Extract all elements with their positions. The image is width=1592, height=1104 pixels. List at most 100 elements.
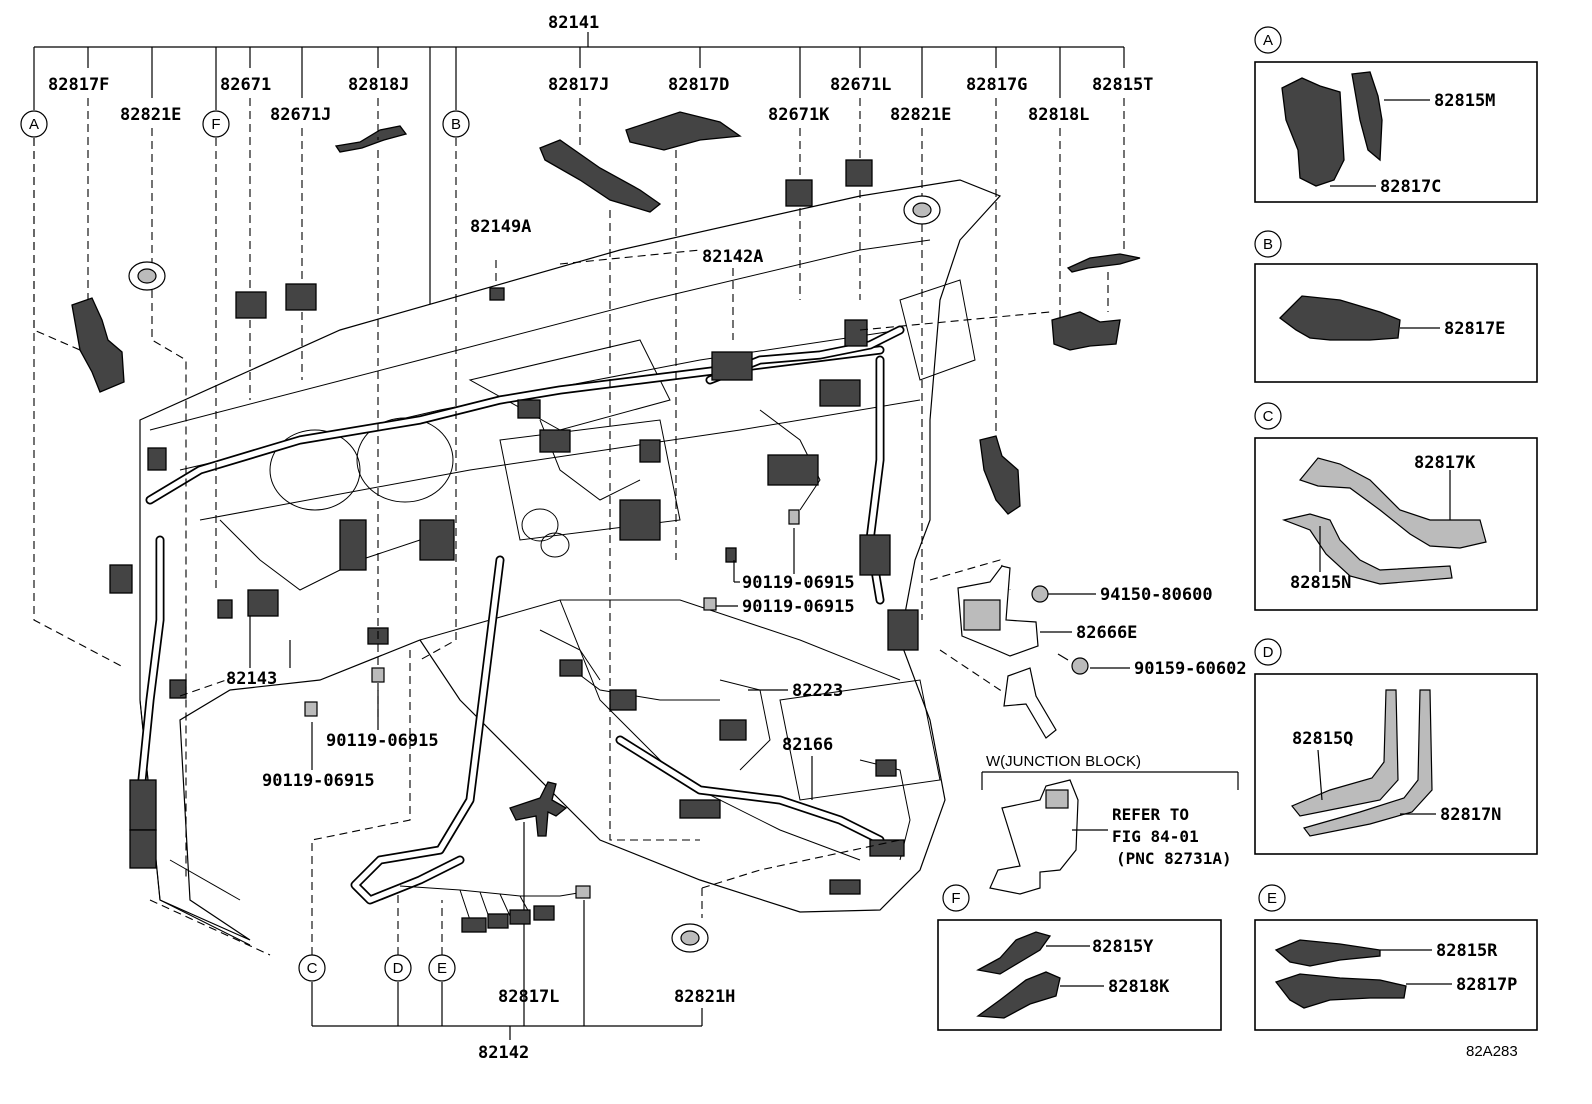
label-82817j: 82817J <box>548 75 609 95</box>
label-90119-06915-c: 90119-06915 <box>326 731 439 751</box>
detail-a: A 82815M 82817C <box>1254 26 1538 203</box>
svg-text:F: F <box>951 890 960 907</box>
label-82815r: 82815R <box>1436 941 1498 961</box>
label-82815q: 82815Q <box>1292 729 1353 749</box>
bolt-90119-c <box>371 667 385 683</box>
bolt-90119-a <box>788 509 800 525</box>
callout-e-main: E <box>428 954 456 982</box>
bottom-group-bracket <box>311 900 703 1040</box>
part-82817g-bracket <box>979 435 1021 515</box>
label-90119-06915-b: 90119-06915 <box>742 597 855 617</box>
label-82817g: 82817G <box>966 75 1027 95</box>
part-82817f-bracket <box>71 297 125 393</box>
label-82817l: 82817L <box>498 987 559 1007</box>
top-leader-lines <box>33 98 1125 956</box>
lower-branch-connectors <box>399 885 591 933</box>
label-82149a: 82149A <box>470 217 531 237</box>
callout-b-main: B <box>442 110 470 138</box>
part-82815t-cover <box>1066 253 1141 273</box>
label-82671l: 82671L <box>830 75 891 95</box>
part-82821h-grommet <box>671 923 709 953</box>
label-82671: 82671 <box>220 75 271 95</box>
label-82818k: 82818K <box>1108 977 1170 997</box>
part-82666e-bracket <box>957 565 1039 657</box>
label-82815y: 82815Y <box>1092 937 1154 957</box>
figure-id: 82A283 <box>1466 1043 1518 1060</box>
label-82815m: 82815M <box>1434 91 1495 111</box>
label-82817e: 82817E <box>1444 319 1505 339</box>
svg-text:E: E <box>1267 890 1277 907</box>
label-90159-60602: 90159-60602 <box>1134 659 1247 679</box>
label-82223: 82223 <box>792 681 843 701</box>
harness-connectors <box>109 287 919 895</box>
label-82817d: 82817D <box>668 75 729 95</box>
svg-text:D: D <box>393 960 404 977</box>
arrow-junction <box>1003 667 1057 739</box>
label-82166: 82166 <box>782 735 833 755</box>
detail-e: E 82815R 82817P <box>1254 884 1538 1031</box>
bolt-90119-d <box>304 701 318 717</box>
label-82817p: 82817P <box>1456 975 1517 995</box>
svg-text:A: A <box>1263 32 1273 49</box>
junction-refer-2: FIG 84-01 <box>1112 827 1199 846</box>
part-82671j-relay <box>285 283 317 311</box>
label-90119-06915-d: 90119-06915 <box>262 771 375 791</box>
label-94150-80600: 94150-80600 <box>1100 585 1213 605</box>
part-82671k-relay <box>785 179 813 207</box>
label-82142a: 82142A <box>702 247 763 267</box>
part-82817j-cover <box>539 139 662 213</box>
callout-f-main: F <box>202 110 230 138</box>
part-82817l-clip <box>509 781 568 837</box>
svg-text:B: B <box>451 116 461 133</box>
part-82671-relay <box>235 291 267 319</box>
callout-a-main: A <box>20 110 48 138</box>
label-82815n: 82815N <box>1290 573 1351 593</box>
part-82818l-bracket <box>1051 311 1121 351</box>
part-82817d-cover <box>625 111 742 151</box>
svg-text:D: D <box>1263 644 1274 661</box>
label-82818j: 82818J <box>348 75 409 95</box>
callout-c-main: C <box>298 954 326 982</box>
svg-text:E: E <box>437 960 447 977</box>
svg-text:F: F <box>211 116 220 133</box>
label-82821e-left: 82821E <box>120 105 181 125</box>
label-82671j: 82671J <box>270 105 331 125</box>
label-82818l: 82818L <box>1028 105 1089 125</box>
label-82142: 82142 <box>478 1043 529 1063</box>
bolt-90119-b <box>703 597 717 611</box>
label-82821h: 82821H <box>674 987 735 1007</box>
label-82815t: 82815T <box>1092 75 1153 95</box>
bolt-90159 <box>1057 653 1089 675</box>
label-82671k: 82671K <box>768 105 830 125</box>
svg-text:C: C <box>1263 408 1274 425</box>
part-82821e-left-grommet <box>128 261 166 291</box>
wire-harness <box>135 325 911 905</box>
label-82141: 82141 <box>548 13 599 33</box>
svg-text:C: C <box>307 960 318 977</box>
part-82818j-clip <box>334 125 408 153</box>
label-82817n: 82817N <box>1440 805 1501 825</box>
label-82817f: 82817F <box>48 75 109 95</box>
label-82821e-right: 82821E <box>890 105 951 125</box>
svg-text:B: B <box>1263 236 1273 253</box>
callout-d-main: D <box>384 954 412 982</box>
detail-c: C 82817K 82815N <box>1254 402 1538 611</box>
junction-refer-3: (PNC 82731A) <box>1116 849 1232 868</box>
label-82817k: 82817K <box>1414 453 1476 473</box>
svg-text:A: A <box>29 116 39 133</box>
detail-f: F 82815Y 82818K <box>937 884 1222 1031</box>
junction-block-section: W(JUNCTION BLOCK) REFER TO FIG 84-01 (PN… <box>981 753 1239 895</box>
nut-94150 <box>1031 585 1049 603</box>
label-82143: 82143 <box>226 669 277 689</box>
label-82817c: 82817C <box>1380 177 1441 197</box>
label-90119-06915-a: 90119-06915 <box>742 573 855 593</box>
detail-d: D 82815Q 82817N <box>1254 638 1538 855</box>
detail-b: B 82817E <box>1254 230 1538 383</box>
part-82671l-relay <box>845 159 873 187</box>
label-82666e: 82666E <box>1076 623 1137 643</box>
part-82821e-right-grommet <box>903 195 941 225</box>
junction-refer-1: REFER TO <box>1112 805 1189 824</box>
junction-title: W(JUNCTION BLOCK) <box>986 753 1141 770</box>
